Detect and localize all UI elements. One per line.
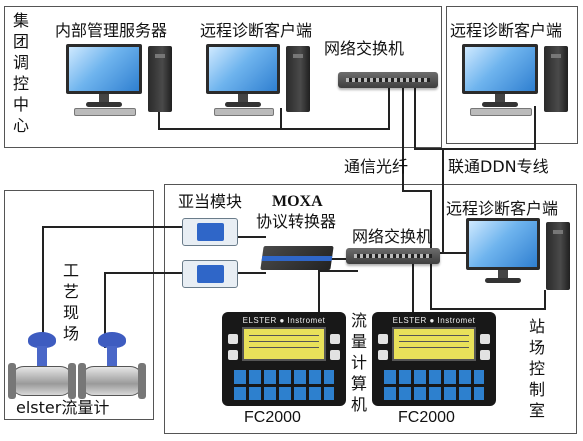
wire-module1-moxa bbox=[236, 236, 266, 238]
wire-fc1-h bbox=[318, 270, 358, 272]
wire-module2-field bbox=[104, 272, 184, 274]
group-center-label: 集团调控中心 bbox=[12, 11, 29, 135]
ddn-line-label: 联通DDN专线 bbox=[448, 157, 549, 176]
fc-brand-1: ELSTER ● Instromet bbox=[242, 316, 326, 325]
elster-meter-label: elster流量计 bbox=[16, 398, 110, 417]
flow-computer-1-icon: ELSTER ● Instromet bbox=[222, 312, 346, 406]
network-switch-top-icon bbox=[338, 72, 438, 88]
wire-fc1-up bbox=[318, 270, 320, 314]
internal-server-label: 内部管理服务器 bbox=[55, 21, 168, 40]
wire-fiber-h bbox=[402, 190, 432, 192]
wire-switch-top-drop bbox=[388, 88, 390, 130]
fiber-label: 通信光纤 bbox=[344, 157, 409, 176]
wire-meter1-v bbox=[42, 226, 44, 348]
network-switch-top-label: 网络交换机 bbox=[324, 39, 405, 58]
remote-client-3-label: 远程诊断客户端 bbox=[446, 199, 559, 218]
protocol-converter-label: 协议转换器 bbox=[256, 212, 337, 231]
wire-module1-field bbox=[42, 226, 182, 228]
network-switch-bottom-icon bbox=[346, 248, 440, 264]
wire-ddn-v1 bbox=[414, 88, 416, 150]
wire-ddn-down bbox=[442, 148, 444, 252]
wire-fiber-v2 bbox=[430, 190, 432, 252]
remote-client-3-computer-icon bbox=[466, 218, 576, 292]
yadang-module-1-icon bbox=[182, 218, 238, 246]
wire-meter2-v bbox=[104, 272, 106, 348]
remote-client-2-computer-icon bbox=[462, 44, 574, 116]
wire-module2-moxa bbox=[236, 272, 266, 274]
wire-switch-down bbox=[430, 262, 432, 310]
remote-client-2-label: 远程诊断客户端 bbox=[450, 21, 563, 40]
wire-fc2-up bbox=[412, 262, 414, 314]
moxa-label: MOXA bbox=[272, 193, 323, 210]
network-switch-bottom-label: 网络交换机 bbox=[352, 227, 433, 246]
moxa-converter-icon bbox=[260, 246, 334, 270]
wire-ddn-v2 bbox=[534, 106, 536, 150]
wire-client3-down bbox=[544, 290, 546, 310]
yadang-module-label: 亚当模块 bbox=[178, 192, 243, 211]
yadang-module-2-icon bbox=[182, 260, 238, 288]
remote-client-1-label: 远程诊断客户端 bbox=[200, 21, 313, 40]
fc2000-label-2: FC2000 bbox=[398, 409, 455, 426]
wire-fiber-v bbox=[402, 88, 404, 192]
remote-client-1-computer-icon bbox=[206, 44, 314, 116]
fc2000-label-1: FC2000 bbox=[244, 409, 301, 426]
flow-computer-2-icon: ELSTER ● Instromet bbox=[372, 312, 496, 406]
wire-ddn-h bbox=[414, 148, 536, 150]
wire-switch-client3 bbox=[440, 252, 490, 254]
wire-moxa-switch bbox=[330, 258, 350, 260]
elster-meter-1-icon bbox=[8, 330, 76, 399]
internal-server-computer-icon bbox=[66, 44, 176, 116]
fc-brand-2: ELSTER ● Instromet bbox=[392, 316, 476, 325]
wire-server-v bbox=[158, 108, 160, 130]
wire-server-switch-h bbox=[158, 128, 390, 130]
station-control-room-label: 站场控制室 bbox=[528, 317, 545, 420]
wire-client3-h bbox=[430, 308, 546, 310]
wire-client1-v bbox=[280, 108, 282, 130]
process-site-label: 工艺现场 bbox=[62, 261, 79, 343]
elster-meter-2-icon bbox=[78, 330, 146, 399]
flow-computer-label: 流量计算机 bbox=[350, 311, 367, 414]
